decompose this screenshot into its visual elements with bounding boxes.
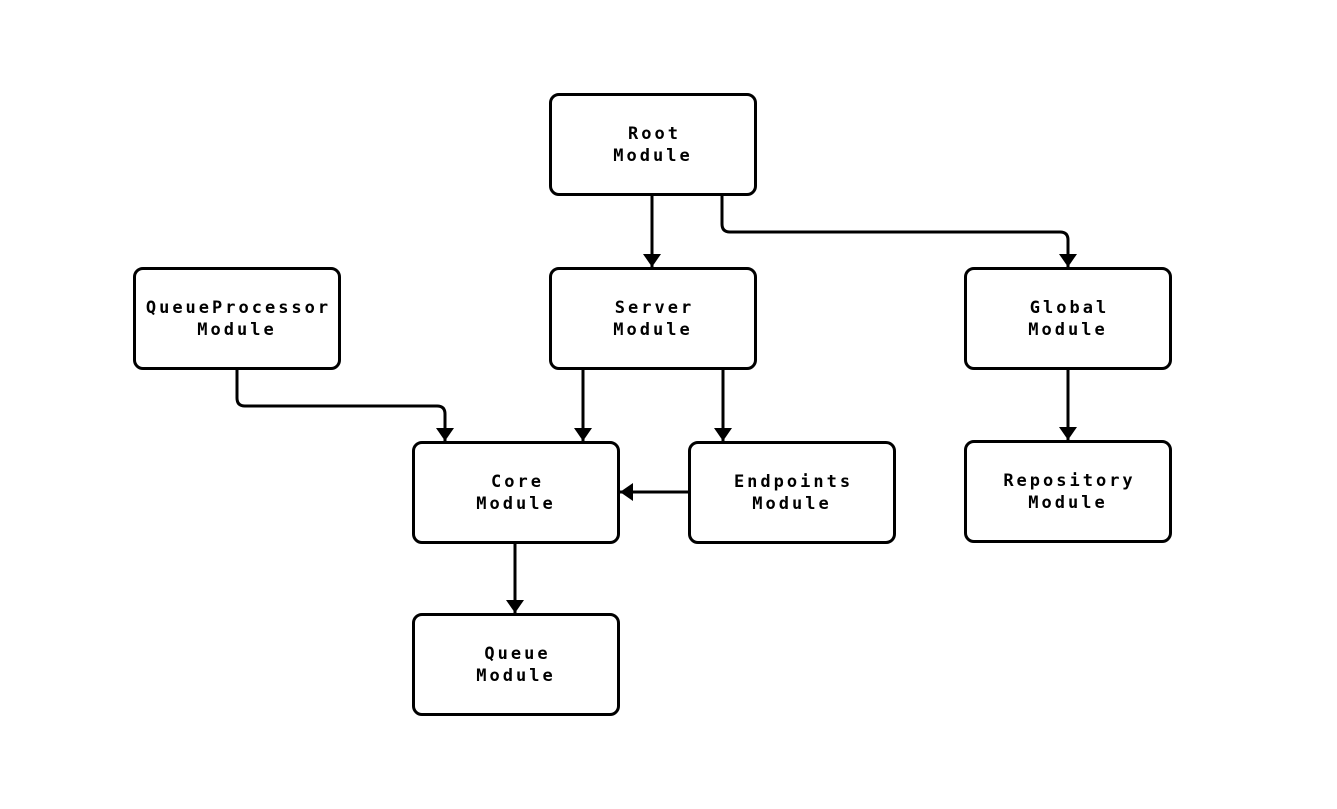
node-label-core: Core Module xyxy=(476,471,556,514)
node-queue: Queue Module xyxy=(412,613,620,716)
node-server: Server Module xyxy=(549,267,757,370)
node-label-repository: Repository Module xyxy=(1003,470,1136,513)
node-root: Root Module xyxy=(549,93,757,196)
node-label-queue: Queue Module xyxy=(476,643,556,686)
node-label-server: Server Module xyxy=(613,297,695,340)
node-endpoints: Endpoints Module xyxy=(688,441,896,544)
node-label-global: Global Module xyxy=(1028,297,1110,340)
node-label-endpoints: Endpoints Module xyxy=(733,471,854,514)
node-label-queueprocessor: QueueProcessor Module xyxy=(145,297,332,340)
edge-queueprocessor-core xyxy=(235,370,454,441)
node-label-root: Root Module xyxy=(613,123,693,166)
edge-root-global xyxy=(720,196,1077,267)
node-repository: Repository Module xyxy=(964,440,1172,543)
node-queueprocessor: QueueProcessor Module xyxy=(133,267,341,370)
node-core: Core Module xyxy=(412,441,620,544)
node-global: Global Module xyxy=(964,267,1172,370)
